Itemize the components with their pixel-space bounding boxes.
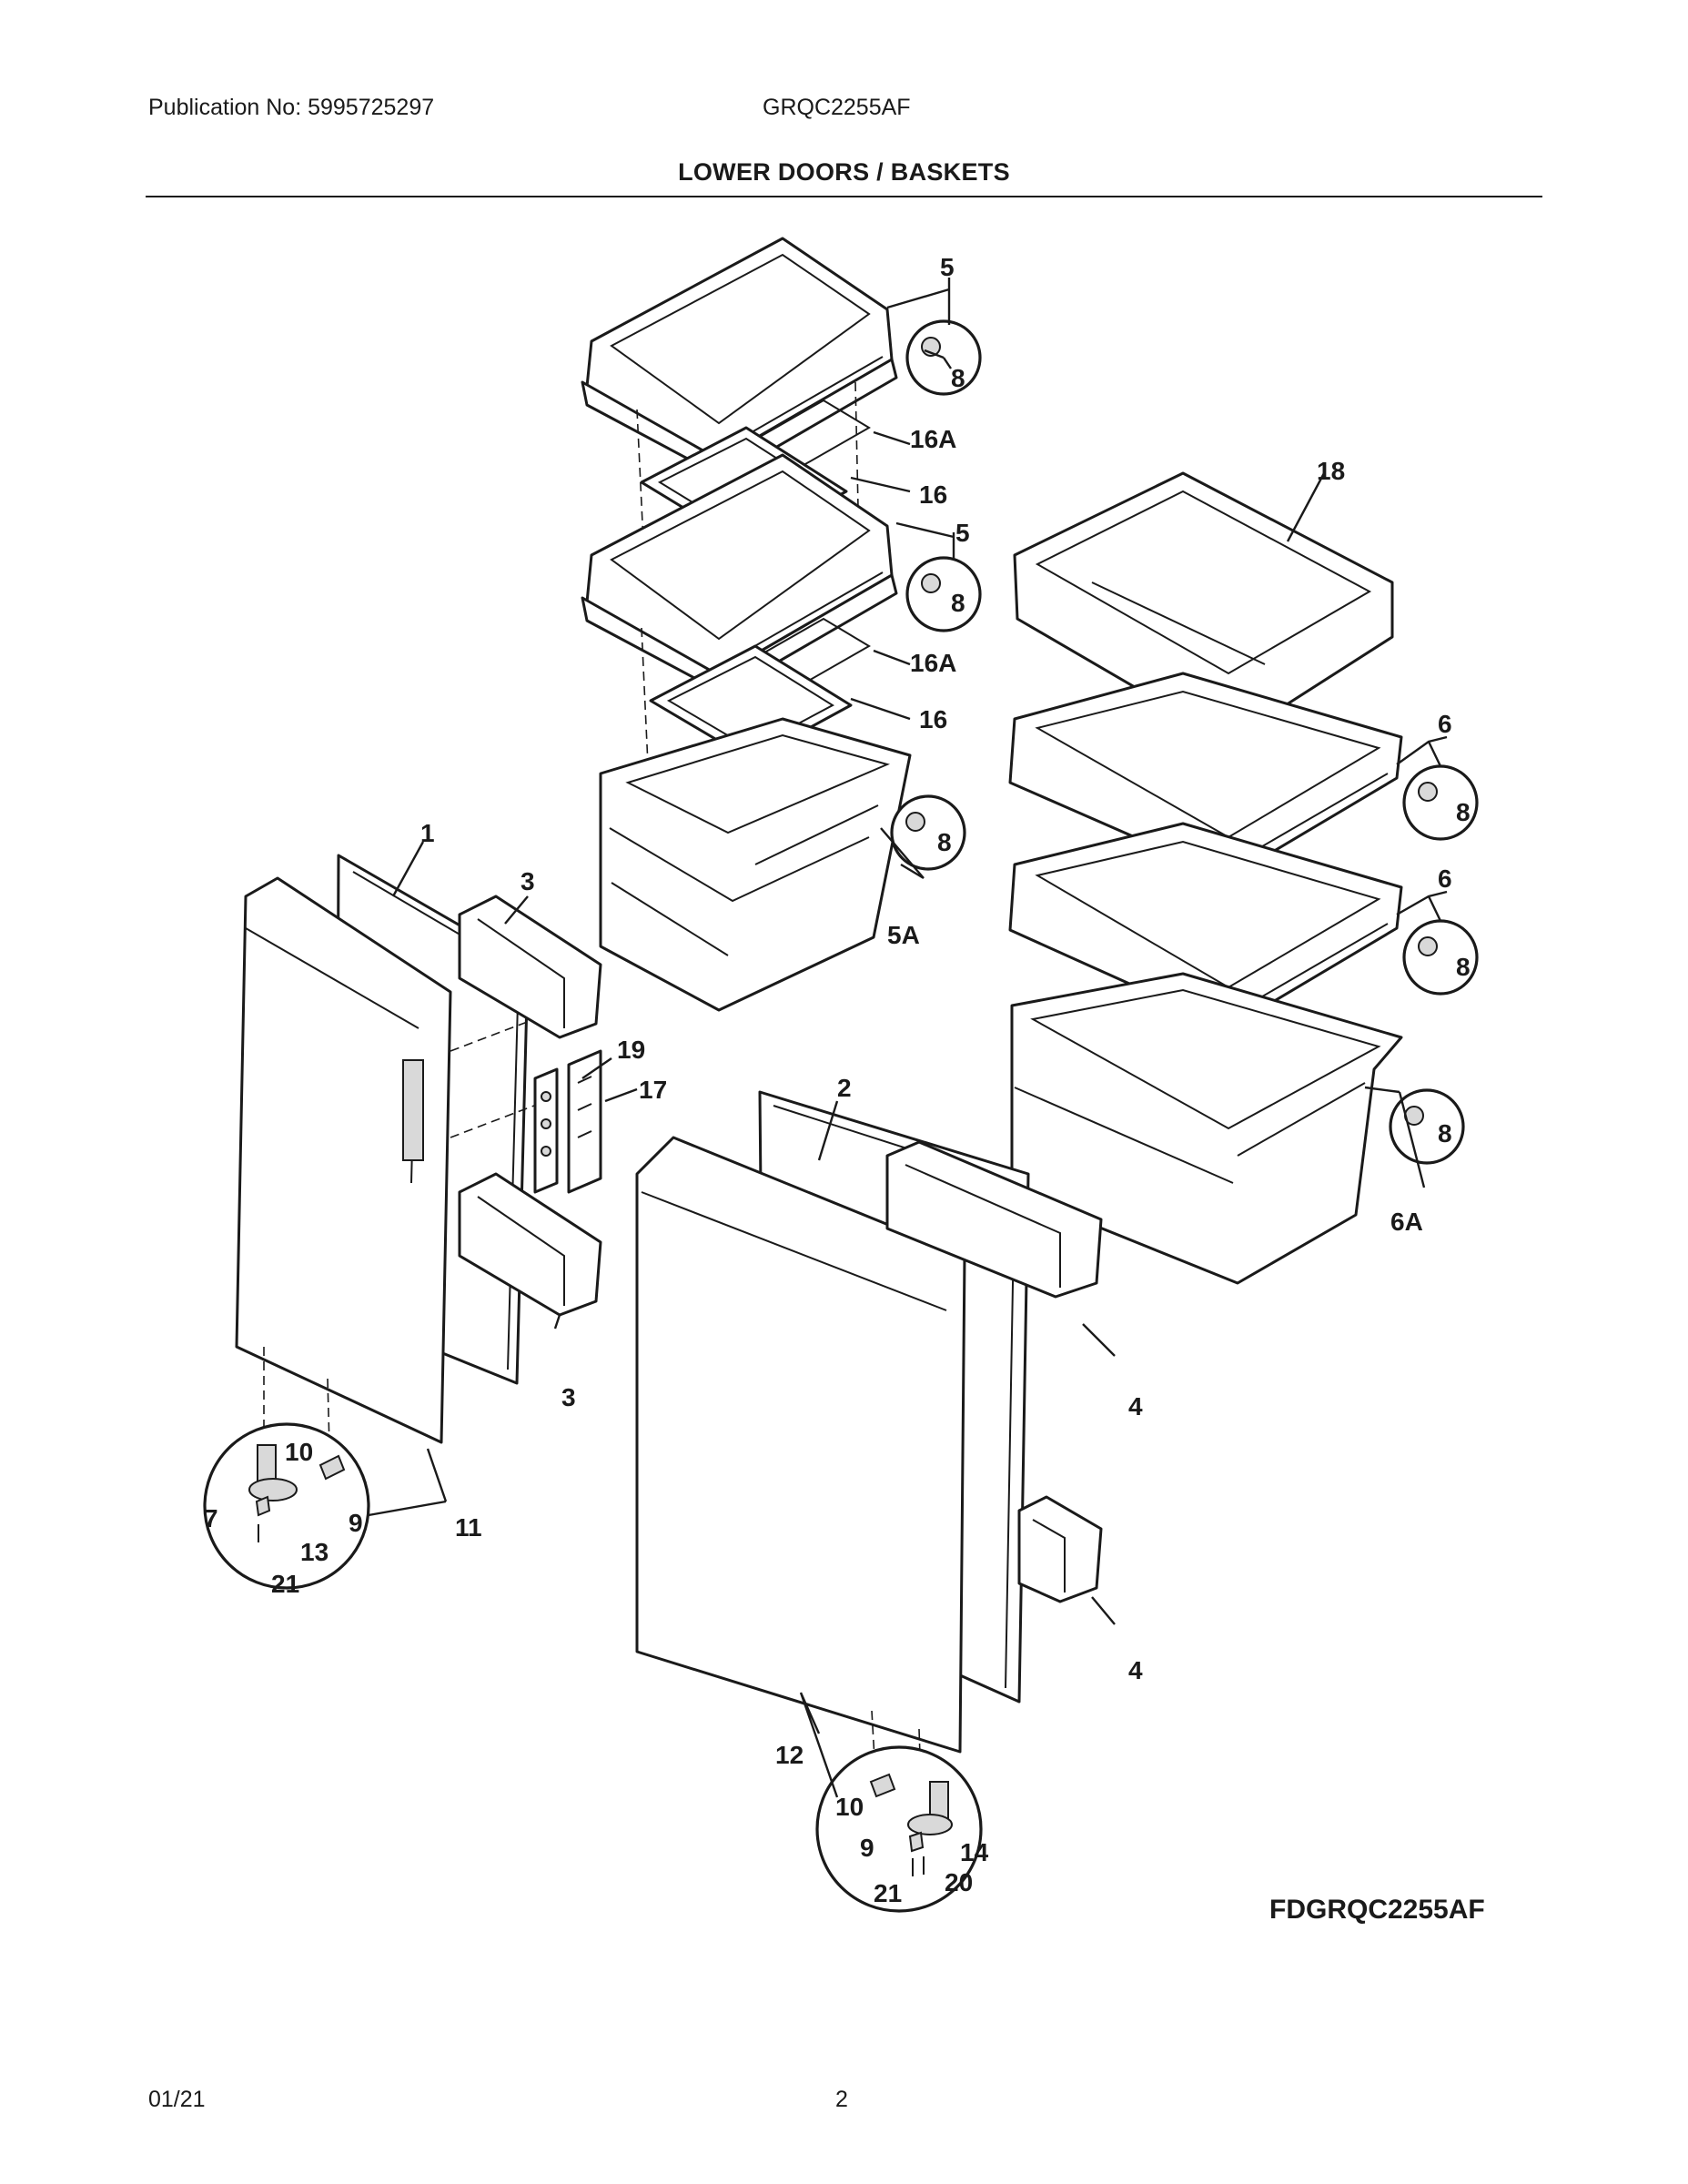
deli-bin-5a — [599, 717, 912, 1012]
callout-21: 21 — [874, 1879, 902, 1907]
hinge-detail-circle-left — [203, 1422, 370, 1590]
callout-13: 13 — [300, 1538, 329, 1566]
model-number: GRQC2255AF — [763, 95, 911, 120]
callout-21: 21 — [271, 1570, 299, 1598]
page-number: 2 — [835, 2087, 848, 2112]
callout-12: 12 — [775, 1741, 804, 1769]
callout-9: 9 — [349, 1509, 363, 1537]
callout-10: 10 — [285, 1438, 313, 1466]
callout-5a: 5A — [887, 921, 920, 949]
callout-8: 8 — [1456, 798, 1471, 826]
figure-code: FDGRQC2255AF — [1269, 1895, 1485, 1925]
callout-20: 20 — [945, 1868, 973, 1896]
control-board-19 — [533, 1067, 559, 1194]
door-bin-3-lower — [458, 1172, 602, 1317]
callout-11: 11 — [455, 1513, 482, 1542]
callout-8: 8 — [1438, 1119, 1452, 1148]
callout-2: 2 — [837, 1074, 852, 1102]
page-title: LOWER DOORS / BASKETS — [678, 158, 1010, 186]
control-overlay-17 — [567, 1049, 602, 1194]
callout-labels: 5 8 16A 16 5 8 16A 16 8 5A 18 6 8 6 8 8 … — [204, 253, 1471, 1907]
callout-7: 7 — [204, 1504, 218, 1532]
revision-date: 01/21 — [148, 2087, 206, 2112]
publication-number: Publication No: 5995725297 — [148, 95, 435, 120]
callout-8: 8 — [951, 589, 965, 617]
callout-3: 3 — [561, 1383, 576, 1411]
callout-17: 17 — [639, 1076, 667, 1104]
callout-16: 16 — [919, 480, 947, 509]
door-bin-3-upper — [458, 895, 602, 1039]
freezer-drawer-6-lower — [1008, 822, 1403, 1030]
callout-6a: 6A — [1390, 1208, 1423, 1236]
callout-10: 10 — [835, 1793, 864, 1821]
freezer-basket-18 — [1013, 471, 1394, 764]
callout-6: 6 — [1438, 710, 1452, 738]
callout-6: 6 — [1438, 864, 1452, 893]
callout-16a: 16A — [910, 649, 956, 677]
callout-5: 5 — [940, 253, 955, 281]
right-door-assembly — [635, 1090, 1030, 1785]
callout-8: 8 — [951, 364, 965, 392]
callout-18: 18 — [1317, 457, 1345, 485]
callout-19: 19 — [617, 1036, 645, 1064]
callout-9: 9 — [860, 1834, 874, 1862]
callout-1: 1 — [420, 819, 435, 847]
callout-8: 8 — [1456, 953, 1471, 981]
callout-4: 4 — [1128, 1392, 1143, 1421]
freezer-drawer-6-upper — [1008, 672, 1403, 880]
callout-5: 5 — [955, 519, 970, 547]
callout-3: 3 — [521, 867, 535, 895]
callout-16: 16 — [919, 705, 947, 733]
callout-16a: 16A — [910, 425, 956, 453]
door-bin-4-lower — [1017, 1495, 1103, 1603]
callout-8: 8 — [937, 828, 952, 856]
hinge-detail-circle-right — [815, 1745, 983, 1913]
callout-4: 4 — [1128, 1656, 1143, 1684]
door-bin-4-upper — [885, 1140, 1103, 1299]
callout-14: 14 — [960, 1838, 989, 1866]
title-rule — [146, 196, 1542, 197]
leader-lines — [368, 278, 1448, 1798]
